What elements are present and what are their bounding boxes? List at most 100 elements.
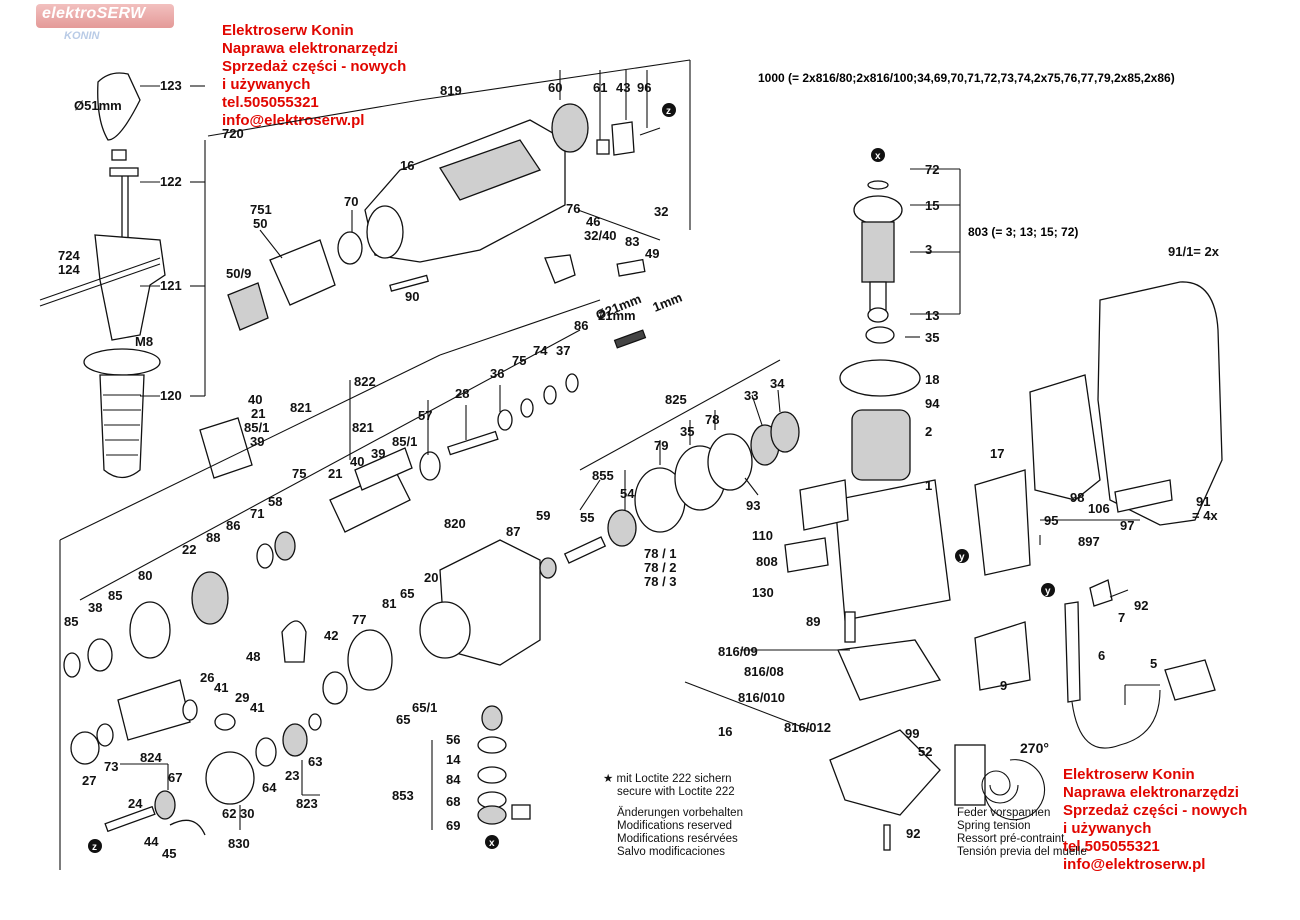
seal-ring-70 — [337, 231, 363, 265]
callout-825: 825 — [665, 392, 687, 407]
armature-3 — [861, 221, 895, 283]
ring-84 — [477, 766, 507, 784]
callout-68: 68 — [446, 794, 460, 809]
angle-label: 270° — [1020, 740, 1049, 756]
callout-824: 824 — [140, 750, 162, 765]
contact-company: Elektroserw Konin — [1063, 766, 1195, 783]
tube-26 — [117, 679, 191, 741]
chuck-part-50 — [269, 239, 336, 306]
plug-5 — [1164, 659, 1216, 701]
callout-80: 80 — [138, 568, 152, 583]
marker-x-icon — [871, 148, 885, 162]
clip-45 — [169, 819, 206, 836]
loctite-note: ★ mit Loctite 222 sichern secure with Lo… — [603, 773, 735, 799]
clamp-7 — [1089, 579, 1113, 607]
logo — [36, 4, 174, 28]
screw-96 — [639, 127, 661, 136]
shaft-44 — [104, 805, 156, 833]
callout-35a: 35 — [680, 424, 694, 439]
filter-34 — [770, 411, 800, 453]
part-56 — [481, 705, 503, 731]
hammer-mechanism-group — [63, 329, 647, 678]
callout-45: 45 — [162, 846, 176, 861]
svg-text:x: x — [875, 151, 881, 162]
bearing-35 — [865, 326, 895, 344]
callout-855: 855 — [592, 468, 614, 483]
changes-note-en: Modifications reserved — [617, 820, 733, 832]
callout-816-08: 816/08 — [744, 664, 784, 679]
callout-85-1a: 85/1 — [244, 420, 269, 435]
bearing-58 — [274, 531, 296, 561]
callout-40b: 40 — [350, 454, 364, 469]
o-ring-77 — [347, 629, 393, 691]
callout-78-2: 78 / 2 — [644, 560, 677, 575]
callout-38: 38 — [88, 600, 102, 615]
bearing-64 — [255, 737, 277, 767]
callout-110: 110 — [752, 528, 773, 543]
callout-21b: 21 — [328, 466, 342, 481]
clamp-block-part — [111, 149, 127, 161]
callout-67: 67 — [168, 770, 182, 785]
spring-note-en: Spring tension — [957, 820, 1031, 832]
handle-shell-group — [974, 281, 1223, 749]
callout-84: 84 — [446, 772, 461, 787]
callout-853: 853 — [392, 788, 414, 803]
armature-group — [784, 180, 1031, 851]
gear-housing-group — [227, 103, 661, 331]
callout-65-1: 65/1 — [412, 700, 437, 715]
contact-phone: tel.505055321 — [1063, 838, 1160, 855]
callout-42: 42 — [324, 628, 338, 643]
callout-54: 54 — [620, 486, 635, 501]
fan-15 — [853, 195, 903, 225]
callout-76: 76 — [566, 201, 580, 216]
power-cable — [1071, 689, 1161, 749]
gear-23 — [282, 723, 308, 757]
ring-41a — [182, 699, 198, 721]
field-2 — [851, 409, 911, 481]
callout-78-1: 78 / 1 — [644, 546, 677, 561]
chuck-part-50-9 — [227, 282, 269, 331]
callout-71: 71 — [250, 506, 264, 521]
callout-9: 9 — [1000, 678, 1007, 693]
callout-819: 819 — [440, 83, 462, 98]
svg-text:z: z — [666, 106, 671, 117]
bearing-63 — [308, 713, 322, 731]
contact-email: info@elektroserw.pl — [1063, 856, 1206, 873]
gear-54 — [607, 509, 637, 547]
plate-78 — [707, 433, 753, 491]
svg-text:z: z — [92, 842, 97, 853]
callout-41b: 41 — [250, 700, 264, 715]
screw-90 — [389, 274, 429, 292]
commutator — [869, 281, 887, 311]
bearing-stack-853 — [477, 705, 531, 825]
ring-85 — [63, 652, 81, 678]
ring-36 — [497, 409, 513, 431]
handle-shell-98 — [1029, 374, 1101, 501]
callout-34: 34 — [770, 376, 785, 391]
reference-markers: z z x x y y — [88, 103, 1055, 853]
seal-sheet — [511, 804, 531, 820]
ring-14 — [477, 736, 507, 754]
label-808 — [784, 537, 829, 573]
callout-57: 57 — [418, 408, 432, 423]
side-handle-assembly — [39, 72, 166, 479]
callout-41a: 41 — [214, 680, 228, 695]
callout-97: 97 — [1120, 518, 1134, 533]
gear-67 — [154, 790, 176, 820]
callout-75a: 75 — [512, 353, 526, 368]
piston-28 — [447, 430, 499, 456]
svg-text:x: x — [489, 838, 495, 849]
spring-21mm — [613, 329, 647, 349]
callout-122: 122 — [160, 174, 182, 189]
plate-43 — [611, 121, 635, 156]
callout-830: 830 — [228, 836, 250, 851]
part-821-a — [199, 417, 253, 479]
callout-21mm: 21mm — [598, 308, 636, 323]
callout-89: 89 — [806, 614, 820, 629]
handle-flange-part — [83, 348, 161, 376]
callout-61: 61 — [593, 80, 607, 95]
ring-42 — [322, 671, 348, 705]
callout-87: 87 — [506, 524, 520, 539]
callout-816-012: 816/012 — [784, 720, 831, 735]
handle-shell-91 — [1097, 281, 1223, 526]
